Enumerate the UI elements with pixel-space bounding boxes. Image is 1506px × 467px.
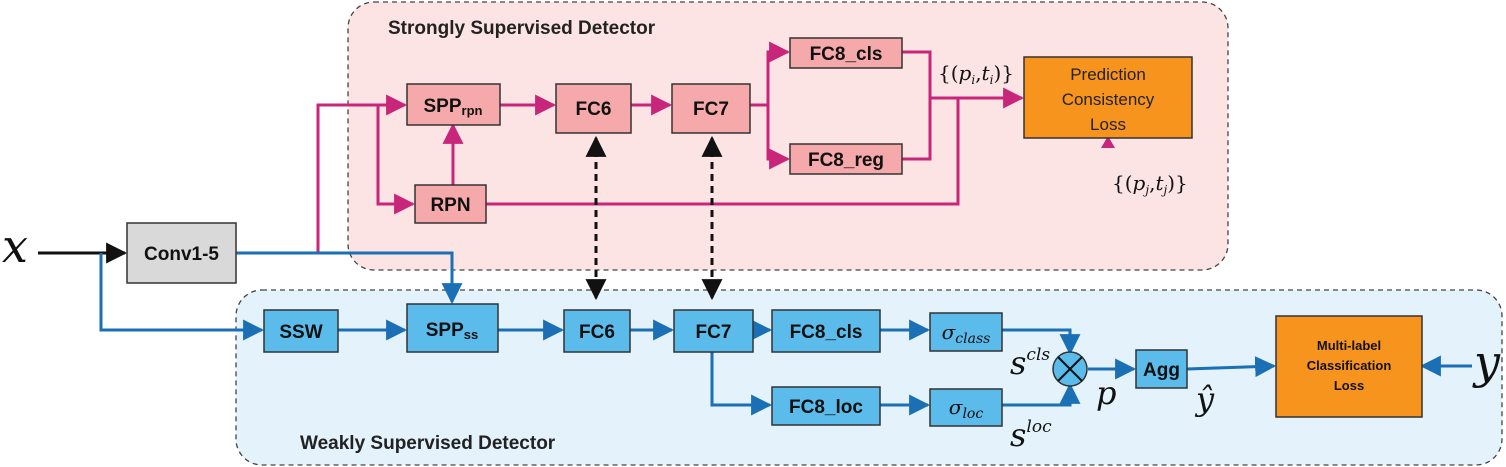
fc7-weak-box: FC7 <box>673 309 754 353</box>
svg-text:SPPss: SPPss <box>426 320 479 342</box>
svg-text:SPPrpn: SPPrpn <box>424 96 483 118</box>
svg-text:Agg: Agg <box>1143 360 1180 381</box>
rpn-box: RPN <box>414 184 487 224</box>
fc7-strong-box: FC7 <box>671 83 751 134</box>
svg-text:FC8_loc: FC8_loc <box>789 397 863 418</box>
pj-tj-label: {(pj,tj)} <box>1112 171 1188 197</box>
svg-text:FC7: FC7 <box>693 99 729 120</box>
conv-box: Conv1-5 <box>126 222 237 284</box>
sigma-class-box: σclass <box>929 312 1003 352</box>
fc8-cls-weak-box: FC8_cls <box>771 309 881 353</box>
multi-label-classification-loss-box: Multi-label Classification Loss <box>1275 315 1423 418</box>
fc6-weak-box: FC6 <box>563 309 631 353</box>
spp-ss-box: SPPss <box>406 303 499 353</box>
spp-rpn-box: SPPrpn <box>406 83 501 126</box>
prediction-consistency-loss-box: Prediction Consistency Loss <box>1023 56 1193 139</box>
svg-text:FC8_reg: FC8_reg <box>808 150 884 171</box>
y-hat-label: ŷ <box>1194 380 1215 418</box>
svg-text:Multi-label: Multi-label <box>1317 338 1381 353</box>
strong-region-title: Strongly Supervised Detector <box>388 18 656 39</box>
svg-text:Classification: Classification <box>1307 358 1392 373</box>
strong-lines <box>316 41 1025 253</box>
pj-tj-arrowhead <box>1101 136 1115 148</box>
svg-text:Prediction: Prediction <box>1070 65 1146 84</box>
svg-text:SSW: SSW <box>279 322 322 343</box>
fc6-strong-box: FC6 <box>555 83 632 134</box>
weak-lines <box>99 251 1472 416</box>
input-x-label: x <box>2 219 28 273</box>
p-label: p <box>1096 374 1116 412</box>
agg-box: Agg <box>1135 349 1188 389</box>
svg-text:FC8_cls: FC8_cls <box>790 322 863 343</box>
svg-text:σclass: σclass <box>942 320 991 347</box>
input-y-label: y <box>1472 335 1501 389</box>
svg-text:Consistency: Consistency <box>1062 90 1155 109</box>
pi-ti-label: {(pi,ti)} <box>938 61 1014 87</box>
multiply-icon <box>1052 351 1088 387</box>
svg-text:FC6: FC6 <box>579 322 615 343</box>
svg-text:σloc: σloc <box>949 395 984 422</box>
fc8-cls-strong-box: FC8_cls <box>789 37 903 69</box>
fc8-loc-box: FC8_loc <box>771 386 881 426</box>
s-cls-label: scls <box>1010 344 1050 382</box>
weak-region-title: Weakly Supervised Detector <box>300 433 556 454</box>
svg-text:FC6: FC6 <box>576 99 612 120</box>
fc8-reg-box: FC8_reg <box>789 143 903 175</box>
svg-text:FC8_cls: FC8_cls <box>810 44 883 65</box>
ssw-box: SSW <box>263 309 339 353</box>
shared-weights <box>585 135 723 301</box>
svg-text:Loss: Loss <box>1090 115 1126 134</box>
svg-text:RPN: RPN <box>430 195 470 216</box>
svg-text:Loss: Loss <box>1334 378 1364 393</box>
sigma-loc-box: σloc <box>929 388 1003 427</box>
svg-text:FC7: FC7 <box>696 322 732 343</box>
s-loc-label: sloc <box>1010 416 1052 454</box>
svg-text:Conv1-5: Conv1-5 <box>144 244 219 265</box>
